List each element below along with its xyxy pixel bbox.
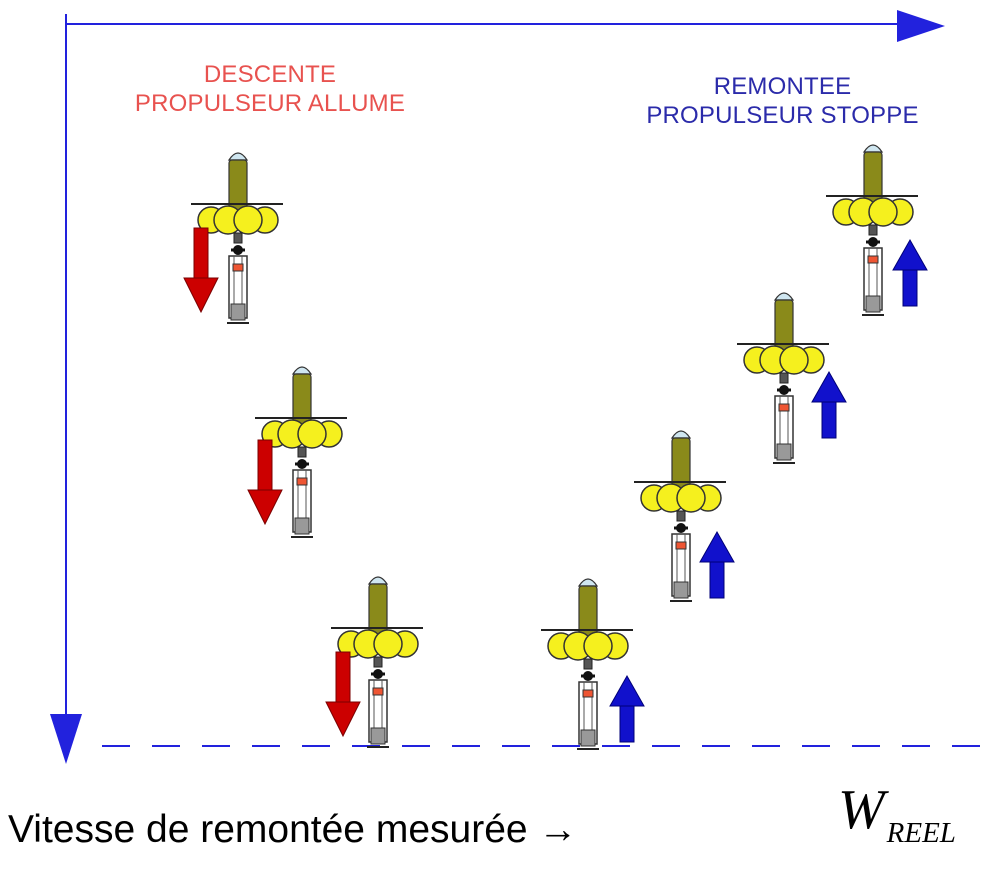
descent-arrow-2 [247,439,283,525]
descent-title-line-1: DESCENTE [203,61,337,88]
descent-phase-title: DESCENTE PROPULSEUR ALLUME [95,60,445,118]
descent-title-line-2: PROPULSEUR ALLUME [134,90,406,117]
depth-axis [50,14,82,764]
ascent-arrow-2 [699,531,735,599]
descent-arrow-3 [325,651,361,737]
ascent-float-1 [539,577,635,751]
w-subscript: REEL [886,817,956,849]
ascent-arrow-3 [811,371,847,439]
ascent-arrow-4 [892,239,928,307]
ascent-title-line-1: REMONTEE [713,73,852,100]
descent-arrow-1 [183,227,219,313]
time-axis-arrowhead [897,10,945,42]
measured-ascent-speed-caption: Vitesse de remontée mesurée → [8,808,578,851]
w-reel-symbol: WREEL [838,778,956,849]
w-symbol: W [838,779,885,841]
time-axis [66,10,945,42]
ascent-phase-title: REMONTEE PROPULSEUR STOPPE [600,72,965,130]
depth-axis-arrowhead [50,714,82,764]
ascent-float-3 [735,291,831,465]
ascent-title-line-2: PROPULSEUR STOPPE [646,102,919,129]
ascent-arrow-1 [609,675,645,743]
